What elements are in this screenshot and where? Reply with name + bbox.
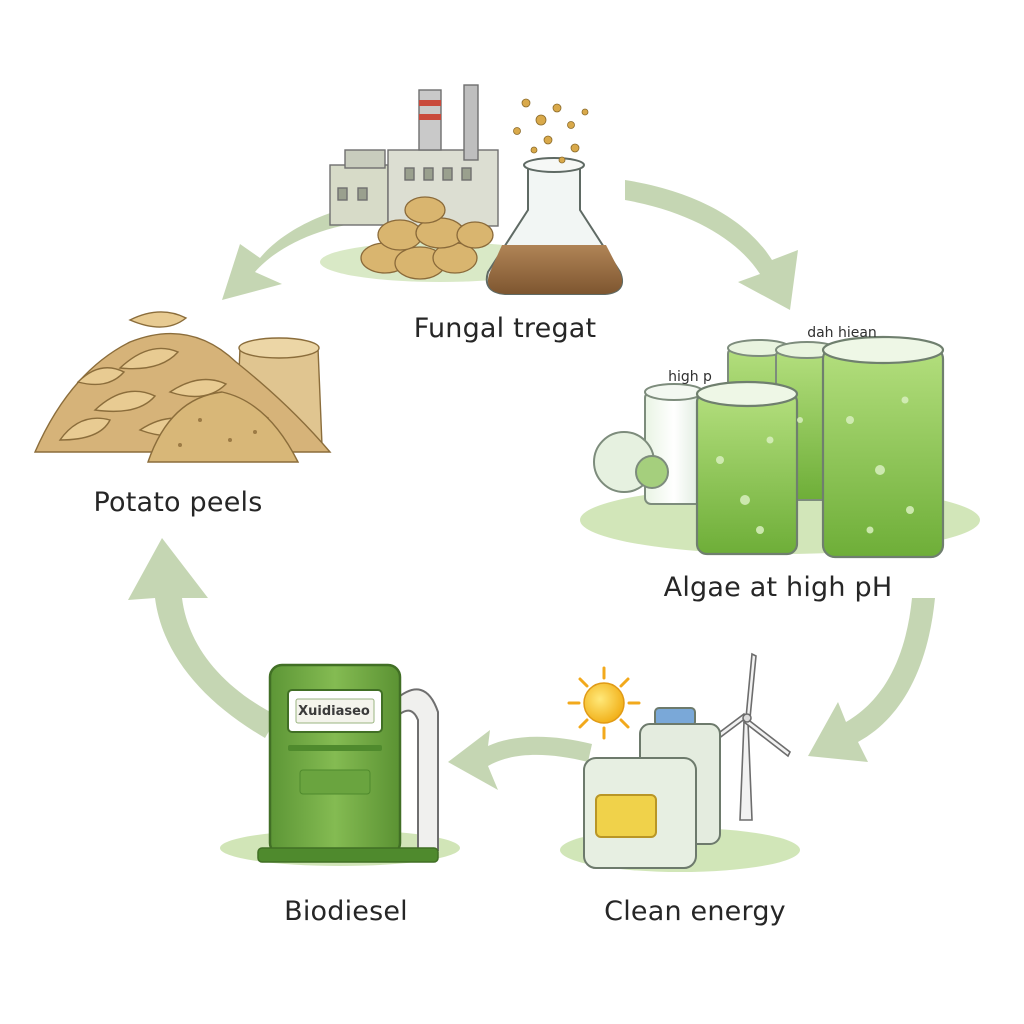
- step-label-peels: Potato peels: [93, 487, 263, 518]
- sun-icon: [567, 666, 641, 740]
- fuel-pump-icon: [220, 663, 460, 866]
- tank-label-right: dah hiean: [807, 325, 877, 341]
- tank-label-left: high p: [668, 369, 712, 385]
- potato-pile-icon: [360, 196, 494, 280]
- step-label-clean: Clean energy: [604, 896, 786, 927]
- arrow-biodiesel-to-peels: [128, 538, 278, 738]
- fuel-nozzle-icon: [393, 688, 439, 851]
- front-tanks: [695, 335, 945, 559]
- factory-icon: [329, 84, 499, 227]
- step-label-fungal: Fungal tregat: [413, 313, 597, 344]
- battery-wind-icon: [560, 652, 800, 872]
- algae-tanks-icon: [580, 335, 980, 559]
- arrow-fungal-to-algae: [625, 180, 798, 310]
- step-label-algae: Algae at high pH: [663, 572, 893, 603]
- pump-display: Xuidiaseo: [298, 703, 370, 719]
- step-label-biodiesel: Biodiesel: [284, 896, 408, 927]
- small-tanks: [593, 383, 704, 505]
- arrow-algae-to-clean: [808, 598, 935, 762]
- battery-icon: [583, 707, 721, 869]
- flask-icon: [485, 98, 624, 295]
- arrow-clean-to-biodiesel: [448, 730, 592, 790]
- wind-turbine-icon: [710, 652, 792, 821]
- factory-flask-icon: [320, 84, 624, 295]
- potato-peels-icon: [33, 311, 332, 463]
